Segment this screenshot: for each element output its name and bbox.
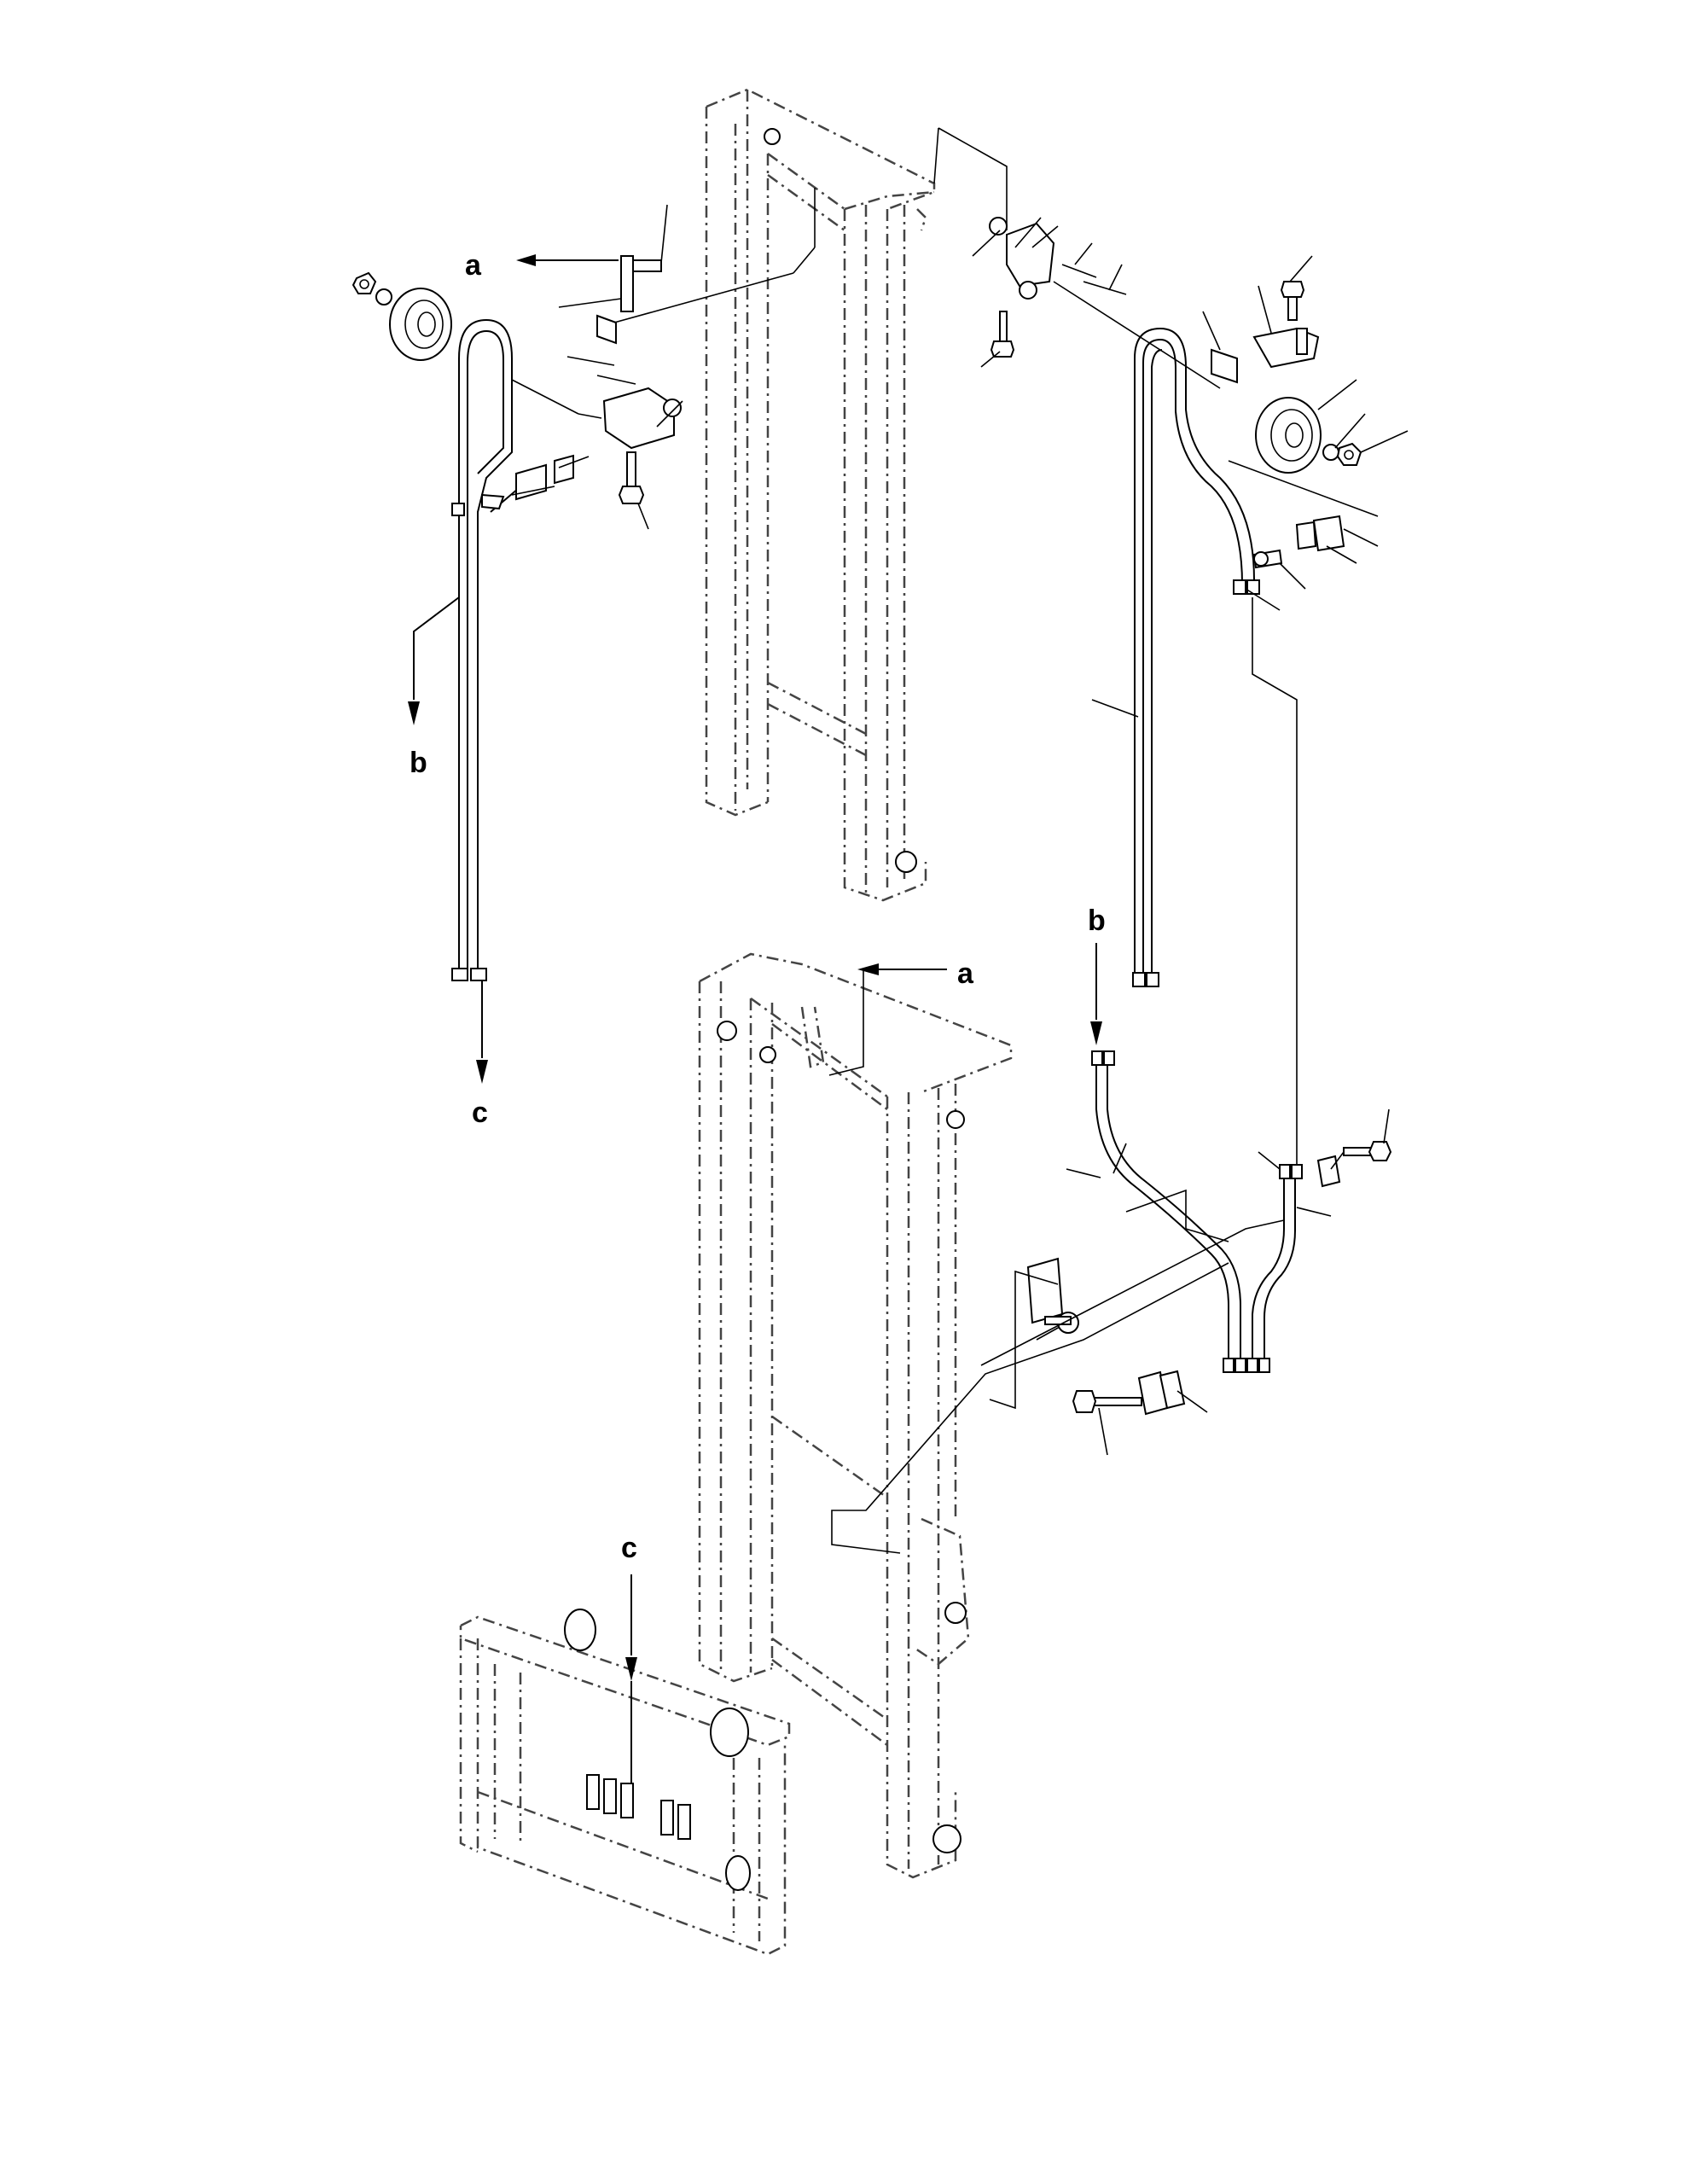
screw-head-mast: [990, 340, 1015, 358]
washer-left: [375, 288, 392, 305]
hose-coupling-right-2: [1246, 579, 1260, 595]
hose-end-lower-1: [1091, 1050, 1103, 1066]
pin-mast-1: [1061, 264, 1097, 278]
bolt-lower-mid: [1044, 1316, 1072, 1325]
mast-pin-lower: [717, 1021, 737, 1041]
mast-bottom-roller: [932, 1824, 961, 1853]
bracket-right-tab: [1296, 328, 1308, 355]
clamp-right-1: [1312, 515, 1345, 552]
clamp-left-2: [554, 454, 574, 485]
nut-left: [351, 271, 377, 294]
pin-left-1: [566, 356, 615, 366]
bolt-lower-long: [1089, 1397, 1142, 1406]
hose-fitting-lower-1: [1223, 1358, 1235, 1373]
carriage-roller-bottom: [725, 1855, 751, 1891]
bolt-head-lower-long: [1072, 1390, 1097, 1413]
lower-right-hose-block: a b c: [621, 905, 1392, 1783]
clip-upper-left: [596, 314, 617, 345]
arrow-a-left: [516, 254, 536, 266]
left-hose-assembly: a b c: [351, 188, 816, 1129]
bracket-lower-mid: [1026, 1257, 1064, 1324]
ref-label-c-bottom: c: [621, 1532, 637, 1564]
arrow-c-left: [476, 1060, 488, 1084]
lower-mast: [698, 952, 1013, 1879]
bolt-mast-upper: [1019, 281, 1037, 300]
sheave-right: [1255, 397, 1322, 474]
hose-end-lower-4: [1291, 1164, 1303, 1179]
bolt-head-left: [663, 399, 682, 417]
hose-fitting-left-2: [603, 1778, 617, 1814]
hose-end-right-2: [1146, 972, 1159, 987]
nut-right: [1336, 442, 1362, 466]
arrow-b-left: [408, 701, 420, 725]
hose-fitting-lower-2: [1235, 1358, 1246, 1373]
bolt-vertical-left: [626, 451, 636, 487]
bolt-head-lower-right: [1368, 1141, 1392, 1161]
hose-end-left-2: [470, 968, 487, 981]
hose-coupling-left: [451, 503, 465, 516]
ref-label-a-bottom: a: [957, 957, 974, 990]
hose-end-lower-3: [1279, 1164, 1291, 1179]
ref-label-a-top: a: [465, 249, 482, 282]
hose-fitting-left-1: [586, 1774, 600, 1810]
carriage-roller-right: [710, 1708, 749, 1757]
hose-end-lower-2: [1103, 1050, 1115, 1066]
bracket-left: [602, 387, 675, 450]
pin-left-2: [596, 375, 636, 385]
plate-upper-left: [620, 255, 634, 312]
hose-fitting-lower-4: [1258, 1358, 1270, 1373]
arrow-c-bottom: [625, 1657, 637, 1681]
mast-pin-upper: [764, 128, 781, 145]
pin-mast-2: [1083, 281, 1127, 295]
bolt-head-right-upper: [1280, 281, 1305, 298]
hose-coupling-right-1: [1233, 579, 1246, 595]
upper-mast: [705, 88, 936, 902]
bracket-right: [1252, 327, 1320, 369]
clamp-lower-2: [1159, 1370, 1186, 1410]
clamp-right-2: [1295, 521, 1317, 550]
clamp-left-1: [515, 463, 547, 501]
mast-roller: [895, 851, 917, 873]
hose-fitting-lower-3: [1246, 1358, 1258, 1373]
carriage: [459, 1609, 791, 1956]
bolt-head-vertical-left: [618, 486, 645, 504]
mast-pin-lower-2: [759, 1046, 776, 1063]
hose-end-right-1: [1132, 972, 1146, 987]
right-hose-assembly: [933, 127, 1409, 1178]
ref-label-b-top: b: [410, 747, 427, 779]
hose-fitting-right-2: [677, 1804, 691, 1840]
hose-end-left-1: [451, 968, 468, 981]
carriage-roller-top: [564, 1609, 596, 1651]
mast-bottom-pivot: [944, 1602, 967, 1624]
arrow-b-right: [1090, 1021, 1102, 1045]
bolt-head-right-clamp: [1253, 551, 1269, 567]
clip-upper-right: [1211, 348, 1238, 384]
mast-pin-lower-3: [946, 1110, 965, 1129]
clip-lower-right: [1316, 1155, 1341, 1188]
hose-fitting-left-3: [620, 1783, 634, 1818]
bolt-left: [481, 493, 505, 510]
arrow-a-right: [857, 963, 879, 975]
ref-label-c-top: c: [472, 1097, 488, 1129]
screw-mast: [999, 311, 1008, 342]
ref-label-b-bottom: b: [1088, 905, 1106, 937]
mast-bracket-upper: [1006, 222, 1055, 288]
hose-fitting-right-1: [660, 1800, 674, 1836]
